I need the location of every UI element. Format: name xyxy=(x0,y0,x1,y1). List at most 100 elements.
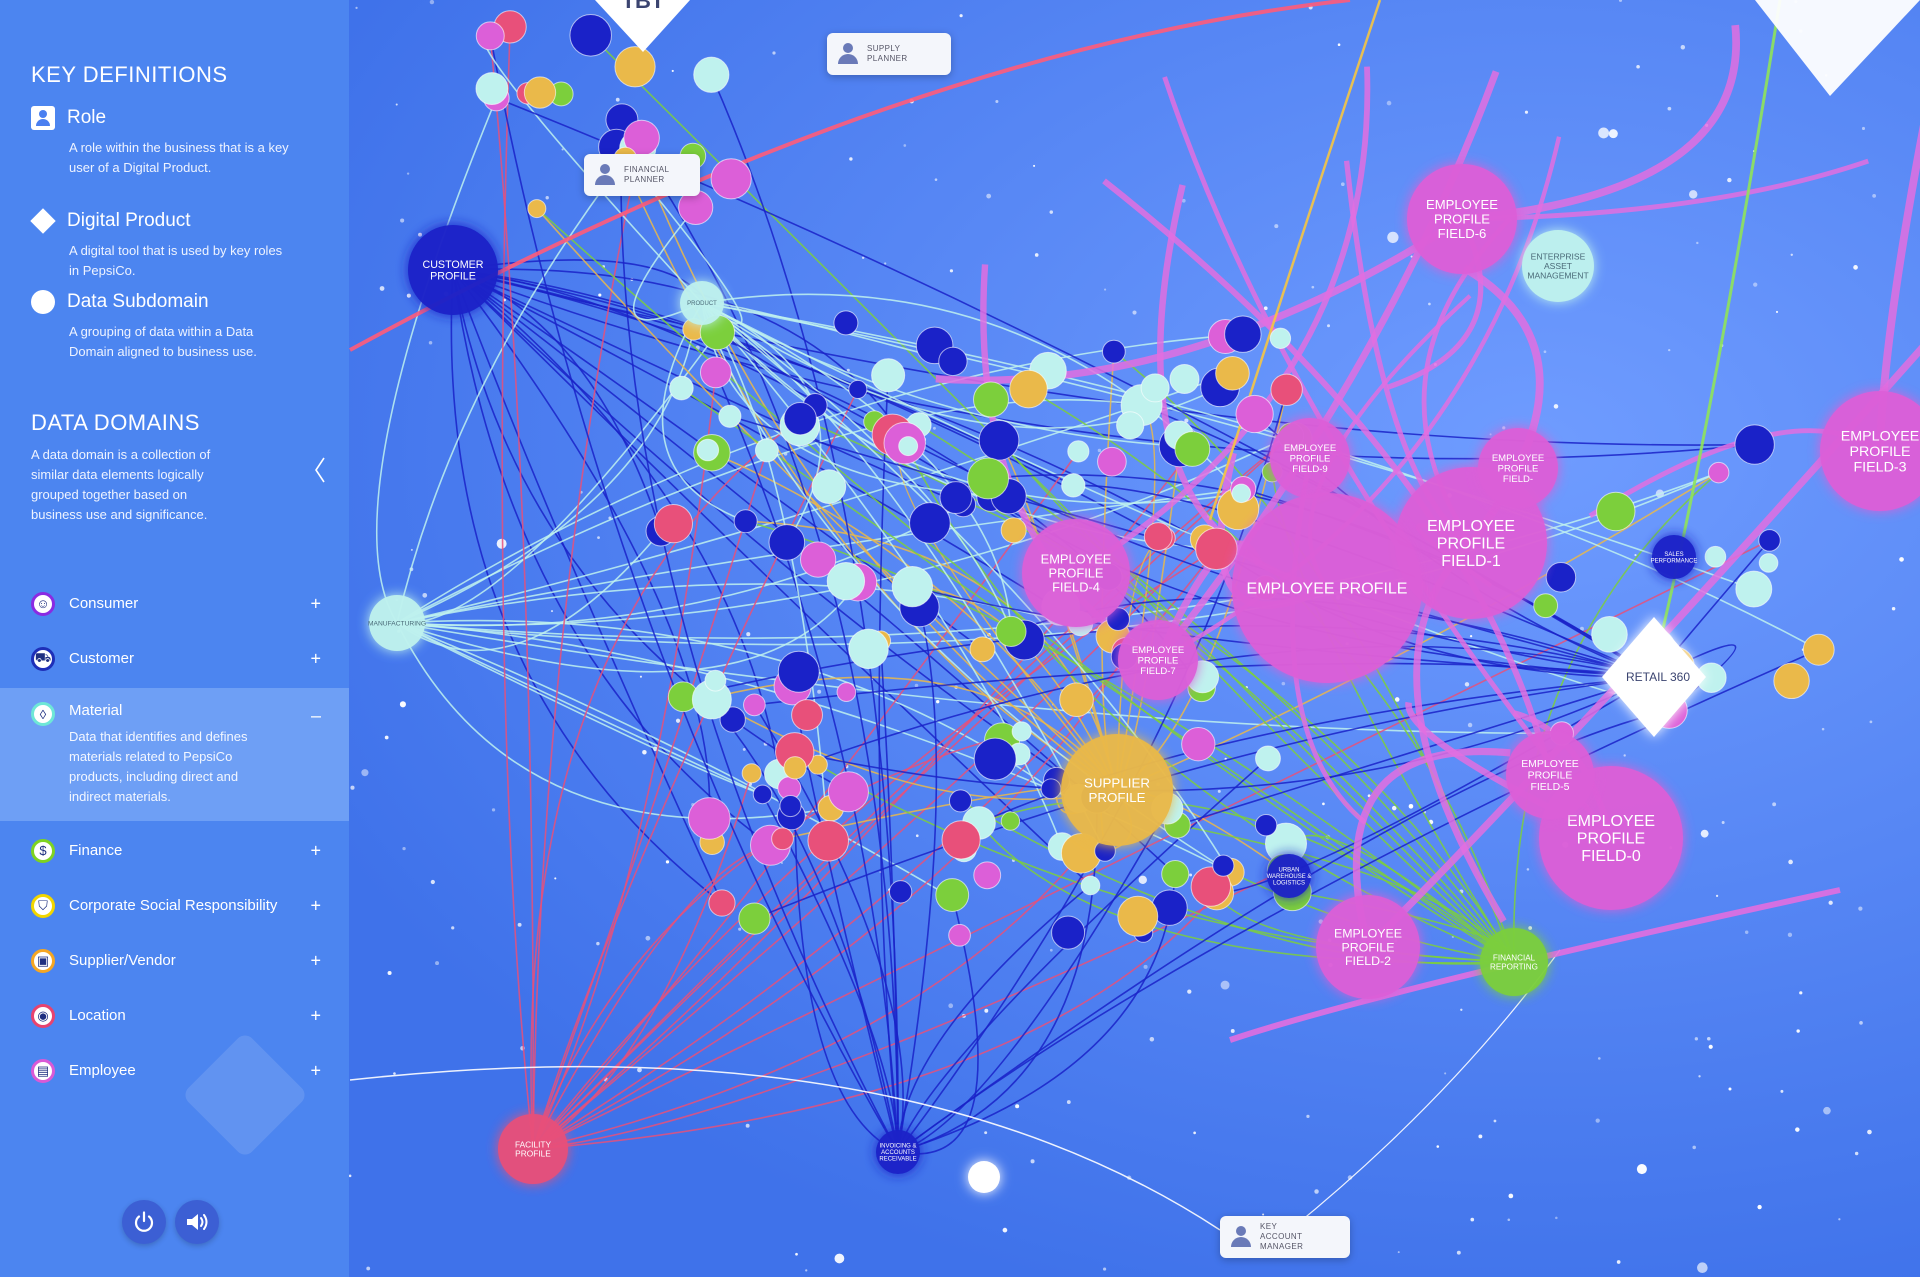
domain-material[interactable]: ◊ Material Data that identifies and defi… xyxy=(0,688,349,821)
subdomain-node[interactable] xyxy=(898,436,919,457)
subdomain-node[interactable] xyxy=(1224,315,1262,353)
subdomain-node[interactable] xyxy=(771,827,794,851)
subdomain-node[interactable] xyxy=(669,375,694,401)
subdomain-node[interactable] xyxy=(891,565,934,608)
subdomain-node[interactable] xyxy=(1000,811,1021,831)
node-employee-profile[interactable]: EMPLOYEE PROFILE xyxy=(1232,493,1422,683)
expand-icon[interactable]: + xyxy=(310,950,321,970)
subdomain-node[interactable] xyxy=(752,784,773,805)
subdomain-node[interactable] xyxy=(741,763,762,784)
subdomain-node[interactable] xyxy=(1181,726,1216,762)
subdomain-node[interactable] xyxy=(1040,778,1062,800)
subdomain-node[interactable] xyxy=(1707,461,1730,484)
subdomain-node[interactable] xyxy=(1773,662,1810,700)
subdomain-node[interactable] xyxy=(1734,424,1775,465)
subdomain-node[interactable] xyxy=(1097,446,1127,477)
subdomain-node[interactable] xyxy=(1101,339,1126,364)
subdomain-node[interactable] xyxy=(1533,593,1559,619)
domain-customer[interactable]: ⛟ Customer + xyxy=(0,631,349,686)
subdomain-node[interactable] xyxy=(475,72,509,106)
subdomain-node[interactable] xyxy=(799,541,837,578)
digital-product-retail-360[interactable]: RETAIL 360 xyxy=(1602,617,1706,737)
subdomain-node[interactable] xyxy=(1140,373,1170,403)
subdomain-node[interactable] xyxy=(967,457,1010,500)
subdomain-node[interactable] xyxy=(935,878,970,912)
subdomain-node[interactable] xyxy=(718,404,742,428)
subdomain-node[interactable] xyxy=(699,356,732,389)
subdomain-node[interactable] xyxy=(1117,895,1159,937)
subdomain-node[interactable] xyxy=(1009,369,1048,409)
role-supply-planner[interactable]: SUPPLY PLANNER xyxy=(827,33,951,75)
subdomain-node[interactable] xyxy=(973,737,1017,781)
domain-corporate-social-responsibility[interactable]: ⛉ Corporate Social Responsibility + xyxy=(0,878,349,933)
domain-consumer[interactable]: ☺ Consumer + xyxy=(0,576,349,631)
digital-product-partial[interactable] xyxy=(1755,0,1920,96)
subdomain-node[interactable] xyxy=(1235,394,1274,434)
subdomain-node[interactable] xyxy=(1591,616,1628,653)
domain-location[interactable]: ◉ Location + xyxy=(0,988,349,1043)
subdomain-node[interactable] xyxy=(1254,813,1278,837)
role-key-account-manager[interactable]: KEY ACCOUNT MANAGER xyxy=(1220,1216,1350,1258)
subdomain-node[interactable] xyxy=(1143,522,1173,551)
subdomain-node[interactable] xyxy=(827,771,869,813)
subdomain-node[interactable] xyxy=(1231,483,1252,504)
subdomain-node[interactable] xyxy=(973,381,1009,418)
collapse-sidebar-chevron-icon[interactable] xyxy=(312,455,328,485)
subdomain-node[interactable] xyxy=(523,76,557,109)
digital-product-tbt[interactable]: TBT xyxy=(595,0,690,52)
expand-icon[interactable]: + xyxy=(310,593,321,613)
subdomain-node[interactable] xyxy=(1255,745,1281,772)
subdomain-node[interactable] xyxy=(783,756,807,780)
subdomain-node[interactable] xyxy=(768,524,806,561)
subdomain-node[interactable] xyxy=(738,902,771,935)
subdomain-node[interactable] xyxy=(836,682,857,702)
subdomain-node[interactable] xyxy=(569,14,612,57)
subdomain-node[interactable] xyxy=(527,199,547,219)
power-button[interactable] xyxy=(122,1200,166,1244)
subdomain-node[interactable] xyxy=(1735,570,1773,608)
subdomain-node[interactable] xyxy=(1704,545,1727,568)
role-financial-planner[interactable]: FINANCIAL PLANNER xyxy=(584,154,700,196)
subdomain-node[interactable] xyxy=(939,481,973,514)
subdomain-node[interactable] xyxy=(941,820,981,860)
subdomain-node[interactable] xyxy=(969,636,996,663)
subdomain-node[interactable] xyxy=(1215,355,1250,391)
subdomain-node[interactable] xyxy=(693,56,730,93)
subdomain-node[interactable] xyxy=(733,509,758,534)
subdomain-node[interactable] xyxy=(653,504,694,544)
subdomain-node[interactable] xyxy=(1067,440,1090,463)
subdomain-node[interactable] xyxy=(888,880,913,904)
subdomain-node[interactable] xyxy=(783,401,817,436)
subdomain-node[interactable] xyxy=(1596,491,1636,532)
subdomain-node[interactable] xyxy=(826,561,866,601)
subdomain-node[interactable] xyxy=(1195,527,1238,571)
subdomain-node[interactable] xyxy=(1758,529,1781,552)
subdomain-node[interactable] xyxy=(1212,854,1235,877)
subdomain-node[interactable] xyxy=(1051,915,1086,950)
subdomain-node[interactable] xyxy=(1802,633,1835,666)
subdomain-node[interactable] xyxy=(973,861,1002,890)
domain-supplier-vendor[interactable]: ▣ Supplier/Vendor + xyxy=(0,933,349,988)
subdomain-node[interactable] xyxy=(948,789,972,813)
subdomain-node[interactable] xyxy=(848,379,868,399)
domain-finance[interactable]: $ Finance + xyxy=(0,823,349,878)
subdomain-node[interactable] xyxy=(1116,411,1145,440)
subdomain-node[interactable] xyxy=(743,693,766,717)
subdomain-node[interactable] xyxy=(614,46,656,88)
expand-icon[interactable]: + xyxy=(310,895,321,915)
subdomain-node[interactable] xyxy=(710,158,752,200)
expand-icon[interactable]: + xyxy=(310,648,321,668)
subdomain-node[interactable] xyxy=(1758,553,1779,573)
subdomain-node[interactable] xyxy=(1270,373,1303,407)
expand-icon[interactable]: + xyxy=(310,1060,321,1080)
